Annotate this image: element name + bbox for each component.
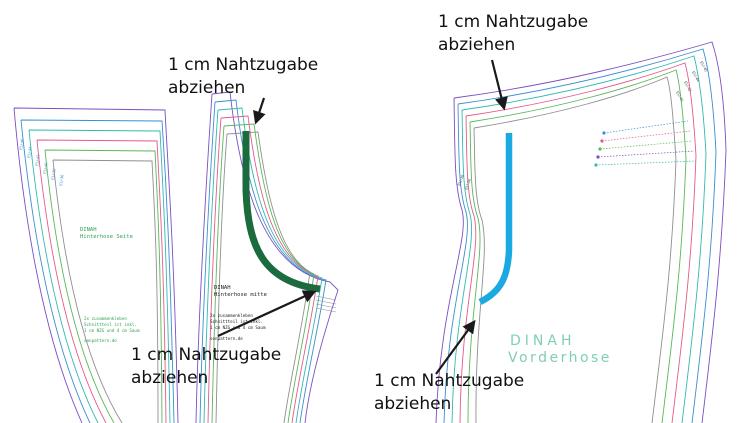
piece-title: DINAH — [214, 285, 231, 291]
piece-subtitle: Vorderhose — [508, 350, 612, 366]
size-outline — [435, 41, 727, 423]
callout-label-bottom-left: 1 cm Nahtzugabe abziehen — [131, 344, 281, 390]
callout-line-1: 1 cm Nahtzugabe — [438, 12, 589, 32]
size-outline — [13, 107, 179, 423]
callout-line-2: abziehen — [131, 368, 209, 388]
piece-title: DINAH — [510, 333, 576, 349]
size-outline — [443, 48, 717, 423]
size-outline — [203, 107, 323, 423]
svg-text:EU-38: EU-38 — [456, 173, 465, 186]
svg-text:EU-44: EU-44 — [26, 145, 33, 158]
svg-text:EU-42: EU-42 — [34, 153, 41, 166]
svg-text:EU-36: EU-36 — [58, 173, 65, 186]
callout-line-1: 1 cm Nahtzugabe — [374, 371, 525, 391]
svg-text:EU-38: EU-38 — [50, 167, 57, 180]
callout-label-top-right: 1 cm Nahtzugabe abziehen — [438, 11, 588, 57]
piece-subtitle: Hinterhose mitte — [214, 292, 267, 298]
size-tags: EU-46 EU-44 EU-42 EU-40 EU-38 EU-36 — [456, 60, 709, 190]
marker-lines — [315, 295, 337, 313]
size-outline — [215, 131, 311, 423]
callout-label-top-left: 1 cm Nahtzugabe abziehen — [168, 54, 318, 100]
front-piece: EU-46 EU-44 EU-42 EU-40 EU-38 EU-36 DINA… — [435, 41, 727, 423]
callout-line-2: abziehen — [438, 35, 516, 55]
arrow-bottom-right — [435, 319, 476, 375]
piece-note: 2x zusammenkleben — [84, 316, 127, 321]
svg-text:EU-46: EU-46 — [18, 137, 25, 150]
size-outline — [44, 149, 163, 423]
svg-text:EU-44: EU-44 — [691, 70, 701, 83]
callout-arrows — [217, 59, 508, 375]
callout-line-1: 1 cm Nahtzugabe — [168, 55, 319, 75]
callout-label-bottom-right: 1 cm Nahtzugabe abziehen — [374, 370, 524, 416]
front-crotch-seam-highlight — [478, 133, 513, 305]
arrow-top-left — [253, 97, 266, 125]
piece-note: 1 cm NZG und 4 cm Saum — [84, 328, 140, 333]
svg-text:EU-42: EU-42 — [683, 80, 693, 93]
back-crotch-seam-highlight — [242, 131, 321, 293]
size-tags: EU-46 EU-44 EU-42 EU-40 EU-38 EU-36 — [18, 137, 65, 186]
size-outline — [473, 76, 677, 423]
back-side-piece: EU-46 EU-44 EU-42 EU-40 EU-38 EU-36 DINA… — [13, 107, 179, 423]
size-outline — [451, 55, 707, 423]
piece-title: DINAH — [80, 227, 97, 233]
piece-website: sonpattern.de — [210, 336, 243, 341]
size-outline — [52, 159, 159, 423]
piece-note: Schnittteil ist inkl. — [210, 319, 263, 324]
svg-text:EU-36: EU-36 — [463, 177, 472, 190]
pleat-dots — [594, 131, 606, 167]
piece-note: 2x zusammenkleben — [210, 313, 253, 318]
size-outline — [20, 119, 175, 423]
size-outline — [467, 69, 687, 423]
svg-text:EU-40: EU-40 — [42, 161, 49, 174]
arrow-top-right — [490, 59, 508, 111]
callout-line-2: abziehen — [374, 394, 452, 414]
size-outline — [459, 62, 697, 423]
svg-text:EU-46: EU-46 — [699, 60, 709, 73]
callout-line-2: abziehen — [168, 78, 246, 98]
piece-subtitle: Hinterhose Seite — [80, 234, 133, 240]
size-outline — [211, 123, 315, 423]
size-outline — [36, 139, 167, 423]
arrow-bottom-left — [217, 290, 317, 337]
piece-website: sonpattern.de — [84, 338, 117, 343]
svg-text:EU-40: EU-40 — [675, 90, 685, 103]
piece-note: Schnittteil ist inkl. — [84, 322, 137, 327]
size-outline — [28, 129, 171, 423]
callout-line-1: 1 cm Nahtzugabe — [131, 345, 282, 365]
size-outline — [207, 115, 319, 423]
pleat-guides — [595, 120, 697, 166]
